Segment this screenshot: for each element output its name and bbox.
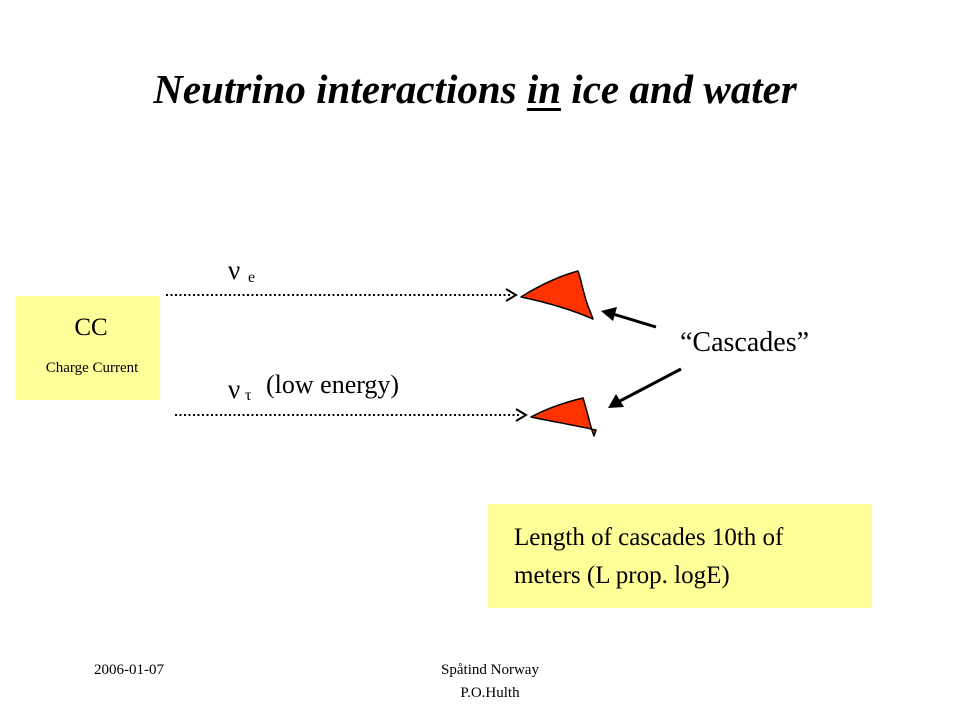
cascades-arrow-lower — [619, 367, 682, 403]
cascade-shape-lower — [530, 397, 597, 437]
note-line-2: meters (L prop. logE) — [514, 562, 730, 589]
nu-e-arrowhead — [505, 288, 518, 302]
note-line-1: Length of cascades 10th of — [514, 524, 784, 551]
nu-e-subscript: e — [248, 269, 256, 286]
nu-tau-note: (low energy) — [266, 370, 400, 399]
title-underlined-word: in — [526, 66, 562, 112]
cascades-arrow-upper — [612, 312, 657, 329]
slide-title: Neutrino interactions in ice and water — [0, 66, 950, 113]
nu-e-symbol: ν — [228, 255, 241, 285]
cc-label: CC — [74, 314, 108, 341]
footer-author: P.O.Hulth — [460, 685, 520, 701]
footer-venue: Spåtind Norway — [441, 662, 539, 678]
footer-date: 2006-01-07 — [94, 662, 164, 678]
cc-box — [16, 296, 160, 400]
nu-tau-subscript: τ — [245, 387, 252, 404]
nu-tau-arrowhead — [515, 408, 528, 422]
cascades-arrowhead-lower — [608, 394, 624, 408]
cascade-shape-upper — [520, 270, 594, 320]
nu-tau-symbol: ν — [228, 374, 241, 404]
cascades-label: “Cascades” — [680, 327, 810, 358]
note-box — [488, 504, 872, 608]
title-part-1: Neutrino interactions — [153, 66, 527, 112]
cc-sublabel: Charge Current — [45, 360, 139, 376]
cascades-arrowhead-upper — [601, 307, 617, 321]
title-part-2: ice and water — [561, 66, 797, 112]
